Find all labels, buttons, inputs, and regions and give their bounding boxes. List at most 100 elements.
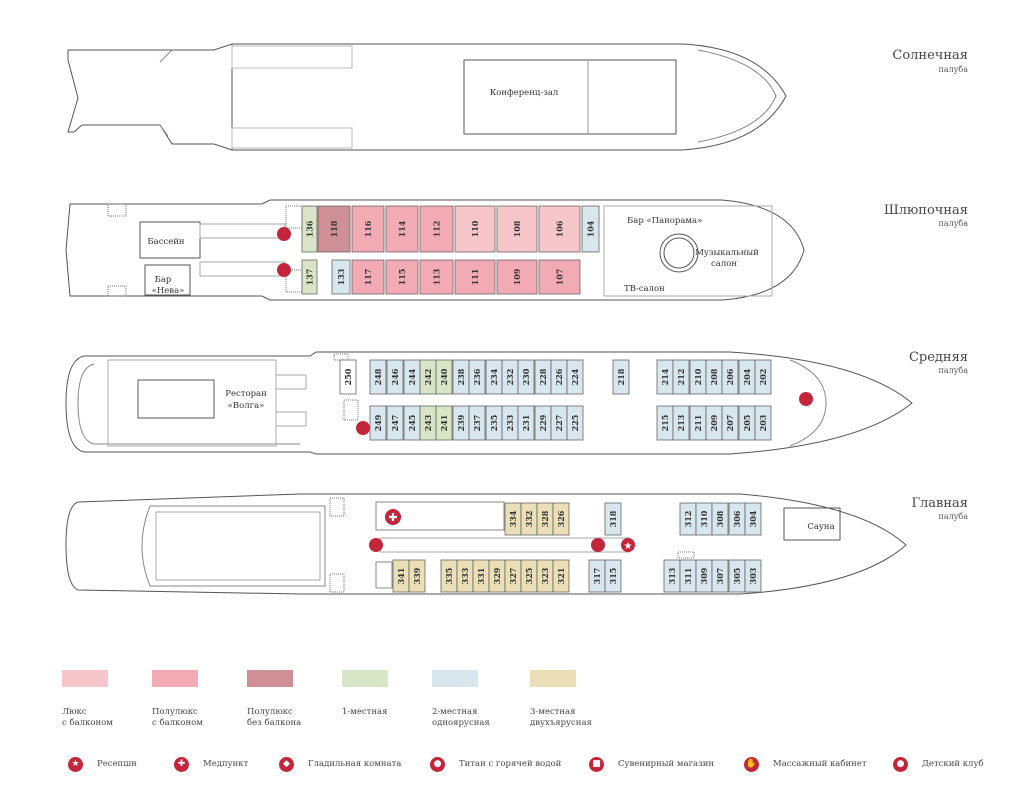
cabin-325[interactable]: 325	[520, 559, 538, 593]
cabin-112[interactable]: 112	[419, 205, 454, 253]
cabin-225[interactable]: 225	[566, 405, 584, 441]
cabin-306[interactable]: 306	[728, 502, 746, 536]
cabin-232[interactable]: 232	[501, 359, 519, 395]
cabin-308[interactable]: 308	[711, 502, 729, 536]
cabin-box[interactable]	[566, 359, 584, 395]
cabin-247[interactable]: 247	[386, 405, 404, 441]
cabin-box[interactable]	[339, 359, 357, 395]
cabin-box[interactable]	[385, 259, 419, 295]
cabin-209[interactable]: 209	[705, 405, 723, 441]
cabin-115[interactable]: 115	[385, 259, 419, 295]
cabin-box[interactable]	[711, 502, 729, 536]
cabin-215[interactable]: 215	[656, 405, 674, 441]
cabin-303[interactable]: 303	[744, 559, 762, 593]
cabin-321[interactable]: 321	[552, 559, 570, 593]
cabin-110[interactable]: 110	[454, 205, 496, 253]
cabin-227[interactable]: 227	[550, 405, 568, 441]
cabin-243[interactable]: 243	[419, 405, 437, 441]
cabin-box[interactable]	[351, 259, 385, 295]
cabin-242[interactable]: 242	[419, 359, 437, 395]
cabin-311[interactable]: 311	[679, 559, 697, 593]
cabin-113[interactable]: 113	[419, 259, 454, 295]
cabin-108[interactable]: 108	[496, 205, 538, 253]
cabin-box[interactable]	[454, 205, 496, 253]
cabin-307[interactable]: 307	[711, 559, 729, 593]
cabin-341[interactable]: 341	[392, 559, 410, 593]
cabin-box[interactable]	[538, 259, 581, 295]
cabin-326[interactable]: 326	[552, 502, 570, 536]
cabin-133[interactable]: 133	[331, 259, 351, 295]
cabin-250[interactable]: 250	[339, 359, 357, 395]
cabin-box[interactable]	[301, 259, 318, 295]
cabin-box[interactable]	[552, 559, 570, 593]
cabin-241[interactable]: 241	[435, 405, 453, 441]
cabin-208[interactable]: 208	[705, 359, 723, 395]
cabin-box[interactable]	[386, 359, 404, 395]
cabin-248[interactable]: 248	[369, 359, 387, 395]
cabin-237[interactable]: 237	[468, 405, 486, 441]
cabin-236[interactable]: 236	[468, 359, 486, 395]
cabin-box[interactable]	[301, 205, 318, 253]
cabin-234[interactable]: 234	[485, 359, 503, 395]
cabin-235[interactable]: 235	[485, 405, 503, 441]
cabin-203[interactable]: 203	[754, 405, 772, 441]
cabin-231[interactable]: 231	[517, 405, 535, 441]
cabin-204[interactable]: 204	[738, 359, 756, 395]
cabin-box[interactable]	[435, 359, 453, 395]
cabin-box[interactable]	[612, 359, 630, 395]
cabin-214[interactable]: 214	[656, 359, 674, 395]
cabin-246[interactable]: 246	[386, 359, 404, 395]
cabin-239[interactable]: 239	[452, 405, 470, 441]
cabin-box[interactable]	[517, 359, 535, 395]
cabin-box[interactable]	[331, 259, 351, 295]
cabin-116[interactable]: 116	[351, 205, 385, 253]
cabin-333[interactable]: 333	[456, 559, 474, 593]
cabin-304[interactable]: 304	[744, 502, 762, 536]
cabin-box[interactable]	[744, 502, 762, 536]
cabin-box[interactable]	[672, 359, 690, 395]
cabin-339[interactable]: 339	[408, 559, 426, 593]
cabin-box[interactable]	[435, 405, 453, 441]
cabin-box[interactable]	[721, 359, 739, 395]
cabin-202[interactable]: 202	[754, 359, 772, 395]
cabin-117[interactable]: 117	[351, 259, 385, 295]
cabin-box[interactable]	[496, 205, 538, 253]
cabin-331[interactable]: 331	[472, 559, 490, 593]
cabin-box[interactable]	[552, 502, 570, 536]
cabin-226[interactable]: 226	[550, 359, 568, 395]
cabin-118[interactable]: 118	[317, 205, 351, 253]
cabin-box[interactable]	[604, 559, 622, 593]
cabin-212[interactable]: 212	[672, 359, 690, 395]
cabin-box[interactable]	[496, 259, 538, 295]
cabin-312[interactable]: 312	[679, 502, 697, 536]
cabin-104[interactable]: 104	[581, 205, 600, 253]
cabin-238[interactable]: 238	[452, 359, 470, 395]
cabin-box[interactable]	[351, 205, 385, 253]
cabin-box[interactable]	[385, 205, 419, 253]
cabin-box[interactable]	[317, 205, 351, 253]
cabin-box[interactable]	[604, 502, 622, 536]
cabin-228[interactable]: 228	[534, 359, 552, 395]
cabin-box[interactable]	[754, 405, 772, 441]
cabin-318[interactable]: 318	[604, 502, 622, 536]
cabin-218[interactable]: 218	[612, 359, 630, 395]
cabin-233[interactable]: 233	[501, 405, 519, 441]
cabin-313[interactable]: 313	[663, 559, 681, 593]
cabin-box[interactable]	[538, 205, 581, 253]
cabin-305[interactable]: 305	[728, 559, 746, 593]
cabin-309[interactable]: 309	[695, 559, 713, 593]
cabin-224[interactable]: 224	[566, 359, 584, 395]
cabin-114[interactable]: 114	[385, 205, 419, 253]
cabin-box[interactable]	[369, 359, 387, 395]
cabin-box[interactable]	[711, 559, 729, 593]
cabin-box[interactable]	[581, 205, 600, 253]
cabin-329[interactable]: 329	[488, 559, 506, 593]
cabin-107[interactable]: 107	[538, 259, 581, 295]
cabin-317[interactable]: 317	[588, 559, 606, 593]
cabin-box[interactable]	[419, 259, 454, 295]
cabin-207[interactable]: 207	[721, 405, 739, 441]
cabin-240[interactable]: 240	[435, 359, 453, 395]
cabin-box[interactable]	[744, 559, 762, 593]
cabin-box[interactable]	[408, 559, 426, 593]
cabin-box[interactable]	[386, 405, 404, 441]
